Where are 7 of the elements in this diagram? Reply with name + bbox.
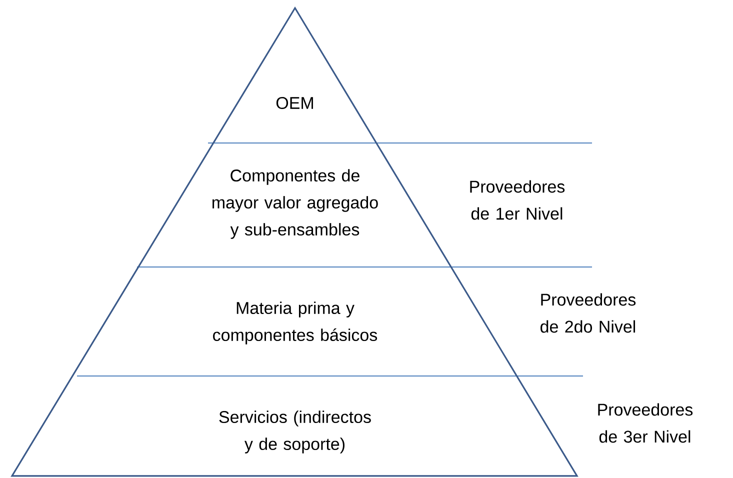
- pyramid-tier-text: Componentes de mayor valor agregado y sub-ensambles: [212, 169, 378, 239]
- tier-label: Proveedores de 3er Nivel: [598, 403, 693, 443]
- tier-label: Proveedores de 1er Nivel: [470, 180, 565, 220]
- pyramid-tier-text: OEM: [276, 96, 313, 110]
- tier-label: Proveedores de 2do Nivel: [540, 293, 636, 333]
- pyramid-tier-text: Servicios (indirectos y de soporte): [219, 410, 371, 454]
- pyramid-tier-text: Materia prima y componentes básicos: [213, 302, 378, 344]
